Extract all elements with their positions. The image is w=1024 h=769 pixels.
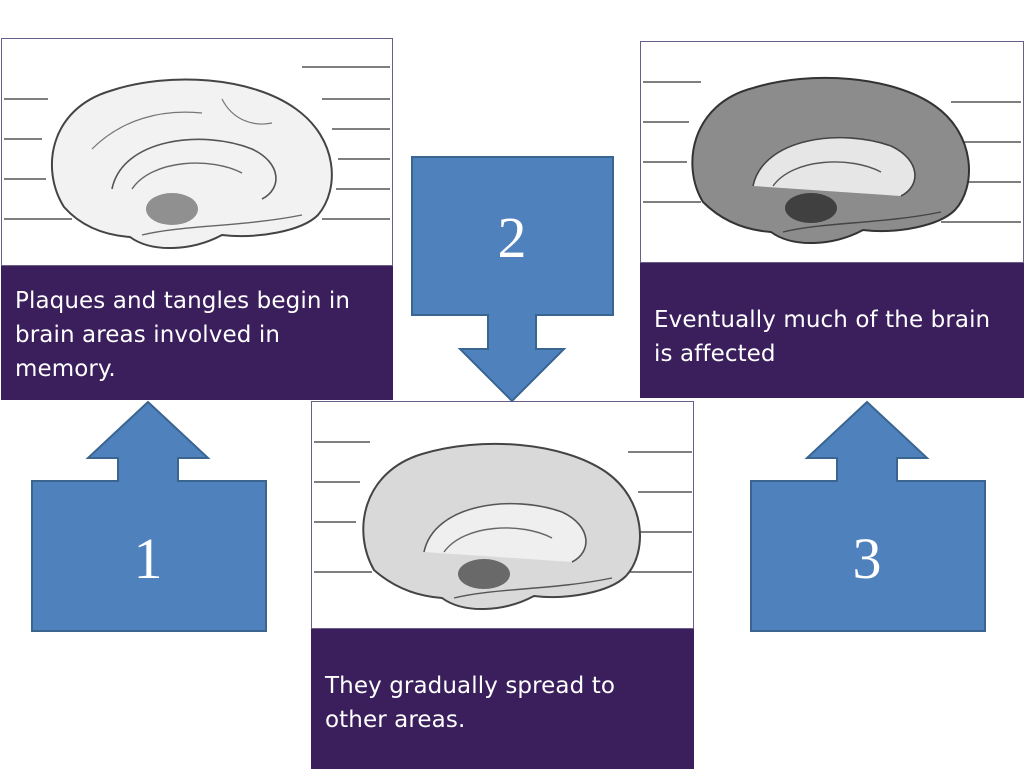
step-two-down-arrow: 2 [411,156,614,403]
step-one-number: 1 [134,526,163,591]
step-three-up-arrow: 3 [750,400,986,632]
stage-three-image [640,41,1024,263]
stage-one-caption: Plaques and tangles begin in brain areas… [1,266,393,400]
stage-one-panel: Plaques and tangles begin in brain areas… [1,38,393,400]
step-three-number: 3 [853,526,882,591]
brain-icon [643,76,1021,245]
step-two-number: 2 [498,205,527,270]
step-one-up-arrow: 1 [31,400,267,632]
stage-three-panel: Eventually much of the brain is affected [640,41,1024,398]
stage-two-caption: They gradually spread to other areas. [311,629,694,769]
brain-icon [314,441,692,611]
stage-two-image [311,401,694,629]
stage-three-caption: Eventually much of the brain is affected [640,263,1024,398]
stage-one-image [1,38,393,266]
stage-two-panel: They gradually spread to other areas. [311,401,694,769]
brain-icon [4,66,390,250]
